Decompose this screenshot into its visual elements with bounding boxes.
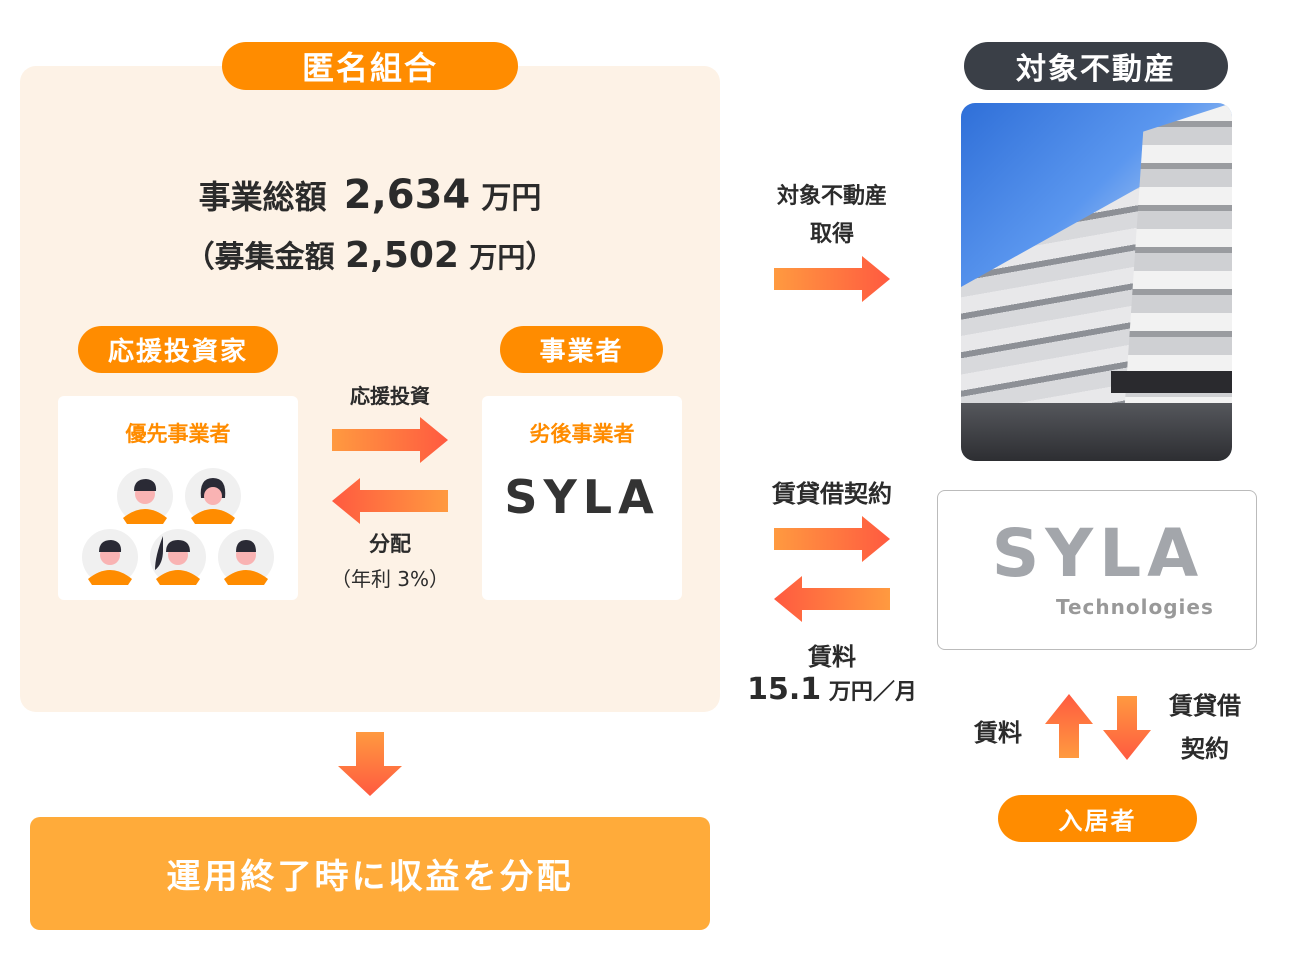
person-icon — [82, 529, 138, 585]
total-label: 事業総額 — [198, 178, 327, 216]
acquire-label-line1: 対象不動産 — [776, 184, 887, 209]
syla-logo: SYLA — [504, 470, 660, 524]
rent-value: 15.1 — [747, 672, 822, 707]
total-amount: 事業総額 2,634 万円 — [20, 172, 720, 218]
tenant-lease-line1: 賃貸借 — [1169, 692, 1241, 720]
investor-avatars — [82, 468, 274, 585]
rent-unit: 万円／月 — [828, 680, 917, 705]
anonymous-partnership-panel — [20, 66, 720, 712]
person-icon — [117, 468, 173, 524]
syla-technologies-card: SYLA Technologies — [937, 490, 1257, 650]
arrow-down-icon — [338, 732, 402, 796]
rent-label: 賃料 — [808, 643, 856, 671]
raise-label: （募集金額 — [184, 240, 335, 275]
lease-label: 賃貸借契約 — [772, 480, 892, 508]
total-value: 2,634 — [343, 172, 471, 218]
senior-investor-card: 優先事業者 — [58, 396, 298, 600]
distribution-rate: （年利 3%） — [330, 567, 450, 591]
acquire-label-line2: 取得 — [809, 222, 854, 247]
arrow-left-icon — [774, 576, 890, 622]
property-photo — [961, 103, 1232, 461]
tenant-pill: 入居者 — [998, 795, 1197, 842]
bottom-banner: 運用終了時に収益を分配 — [30, 817, 710, 930]
raise-unit: 万円 — [469, 241, 526, 274]
total-unit: 万円 — [481, 181, 542, 216]
investor-pill: 応援投資家 — [78, 326, 278, 373]
tenant-rent-label: 賃料 — [974, 719, 1022, 747]
senior-label: 優先事業者 — [125, 422, 231, 446]
raise-amount: （募集金額 2,502 万円） — [20, 232, 720, 276]
junior-label: 劣後事業者 — [529, 422, 635, 446]
tenant-lease-line2: 契約 — [1181, 735, 1229, 763]
person-icon — [185, 468, 241, 524]
invest-arrow-label: 応援投資 — [350, 384, 430, 408]
distribution-label: 分配 — [369, 532, 411, 556]
syla-tech-logo: SYLA — [991, 515, 1205, 592]
person-icon — [150, 529, 206, 585]
raise-close: ） — [525, 240, 556, 275]
arrow-right-icon — [332, 417, 448, 463]
arrow-right-icon — [774, 256, 890, 302]
anonymous-partnership-title: 匿名組合 — [222, 42, 518, 90]
arrow-right-icon — [774, 516, 890, 562]
junior-operator-card: 劣後事業者 SYLA — [482, 396, 682, 600]
raise-value: 2,502 — [345, 235, 459, 276]
property-title: 対象不動産 — [964, 42, 1228, 90]
tenant-lease-label: 賃貸借 契約 — [1160, 686, 1250, 764]
syla-tech-logo-sub: Technologies — [1056, 595, 1214, 619]
operator-pill: 事業者 — [500, 326, 663, 373]
acquire-label: 対象不動産 取得 — [752, 178, 912, 248]
person-icon — [218, 529, 274, 585]
rent-amount: 15.1 万円／月 — [740, 672, 924, 707]
arrow-left-icon — [332, 478, 448, 524]
arrow-down-icon — [1103, 696, 1151, 760]
arrow-up-icon — [1045, 694, 1093, 758]
